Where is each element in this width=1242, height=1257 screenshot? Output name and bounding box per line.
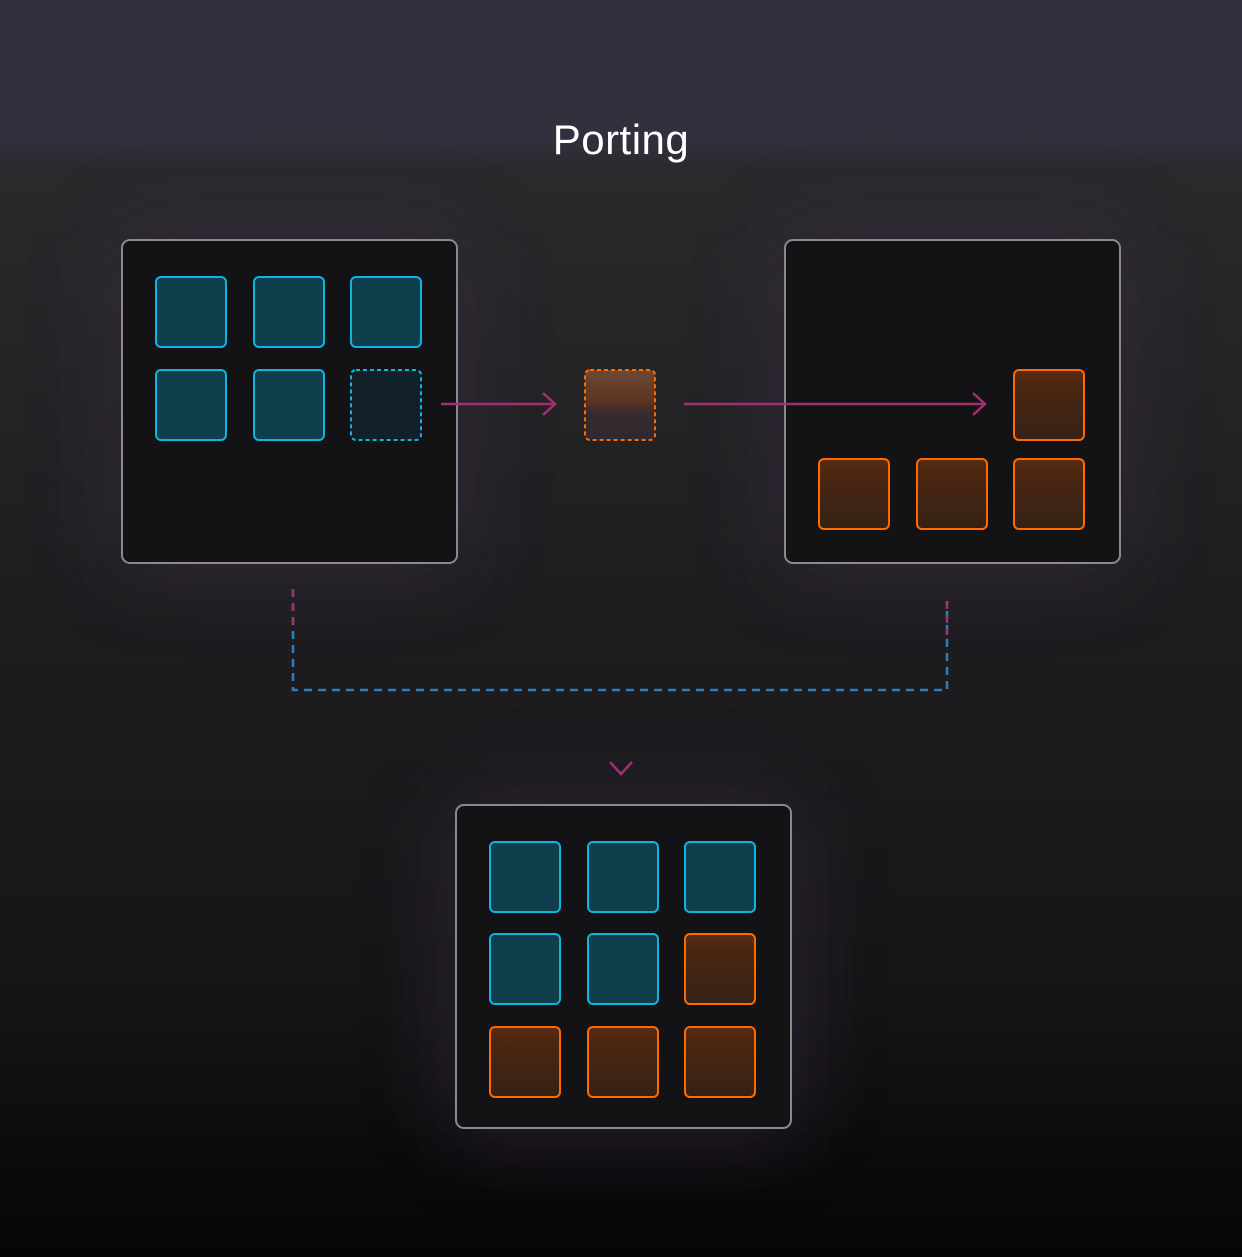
target-tile (684, 933, 756, 1005)
source-tile (155, 276, 227, 348)
source-tile (684, 841, 756, 913)
target-tile (916, 458, 988, 530)
source-tile (587, 841, 659, 913)
merge-dashed-connector (291, 589, 949, 692)
source-tile (489, 933, 561, 1005)
target-tile (587, 1026, 659, 1098)
source-tile (587, 933, 659, 1005)
target-tile (489, 1026, 561, 1098)
target-tile (1013, 458, 1085, 530)
target-tile (818, 458, 890, 530)
source-tile (253, 276, 325, 348)
source-tile (350, 276, 422, 348)
extract-arrow-head (542, 392, 557, 416)
source-tile (489, 841, 561, 913)
insert-arrow-head (972, 392, 987, 416)
source-placeholder-tile (350, 369, 422, 441)
target-tile (1013, 369, 1085, 441)
target-tile (684, 1026, 756, 1098)
source-tile (155, 369, 227, 441)
merge-arrow-head (609, 761, 633, 776)
source-tile (253, 369, 325, 441)
target-placeholder-tile (584, 369, 656, 441)
diagram-title: Porting (552, 116, 690, 163)
